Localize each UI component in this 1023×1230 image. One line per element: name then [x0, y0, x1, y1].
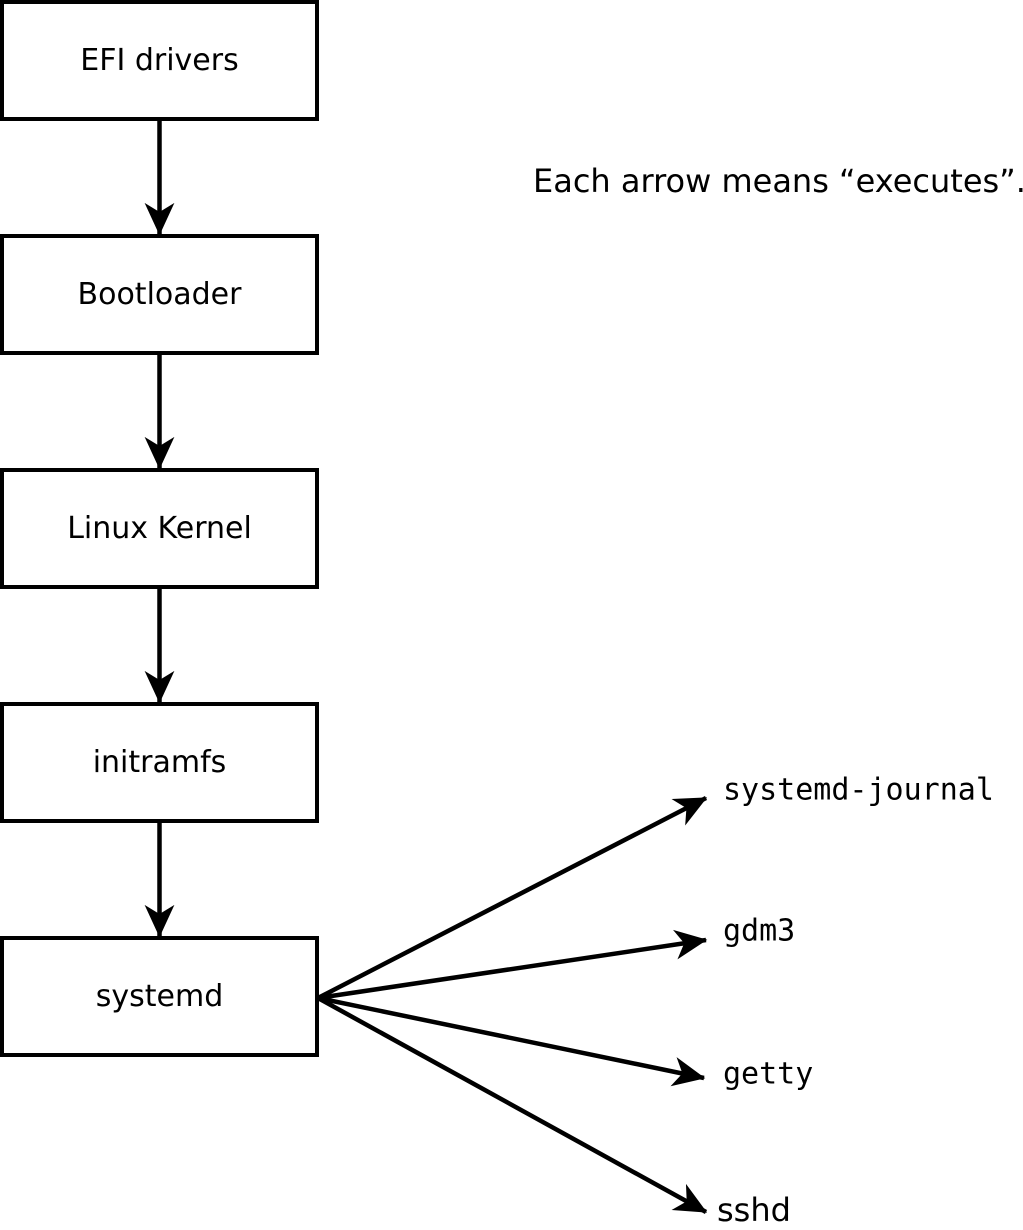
initramfs-label: initramfs [93, 745, 227, 780]
bootloader-box [0, 234, 319, 355]
efi-drivers-box [0, 0, 319, 121]
getty-label: getty [723, 1057, 813, 1092]
executes-arrow-systemd-to-gdm3 [317, 929, 708, 1001]
sshd-label: sshd [717, 1191, 791, 1229]
linux-kernel-label: Linux Kernel [67, 511, 252, 546]
systemd-label: systemd [96, 979, 224, 1014]
bootloader-label: Bootloader [78, 277, 243, 312]
efi-drivers-label: EFI drivers [80, 43, 238, 78]
executes-arrow-systemd-to-sshd [316, 996, 708, 1214]
gdm3-label: gdm3 [723, 914, 795, 949]
linux-kernel-box [0, 468, 319, 589]
executes-arrow-systemd-to-journal [316, 796, 708, 1000]
executes-arrow-systemd-to-getty [317, 995, 706, 1087]
initramfs-box [0, 702, 319, 823]
systemd-box [0, 936, 319, 1057]
annotation-text: Each arrow means “executes”. [533, 162, 1023, 200]
systemd-journal-label: systemd-journal [723, 773, 994, 808]
